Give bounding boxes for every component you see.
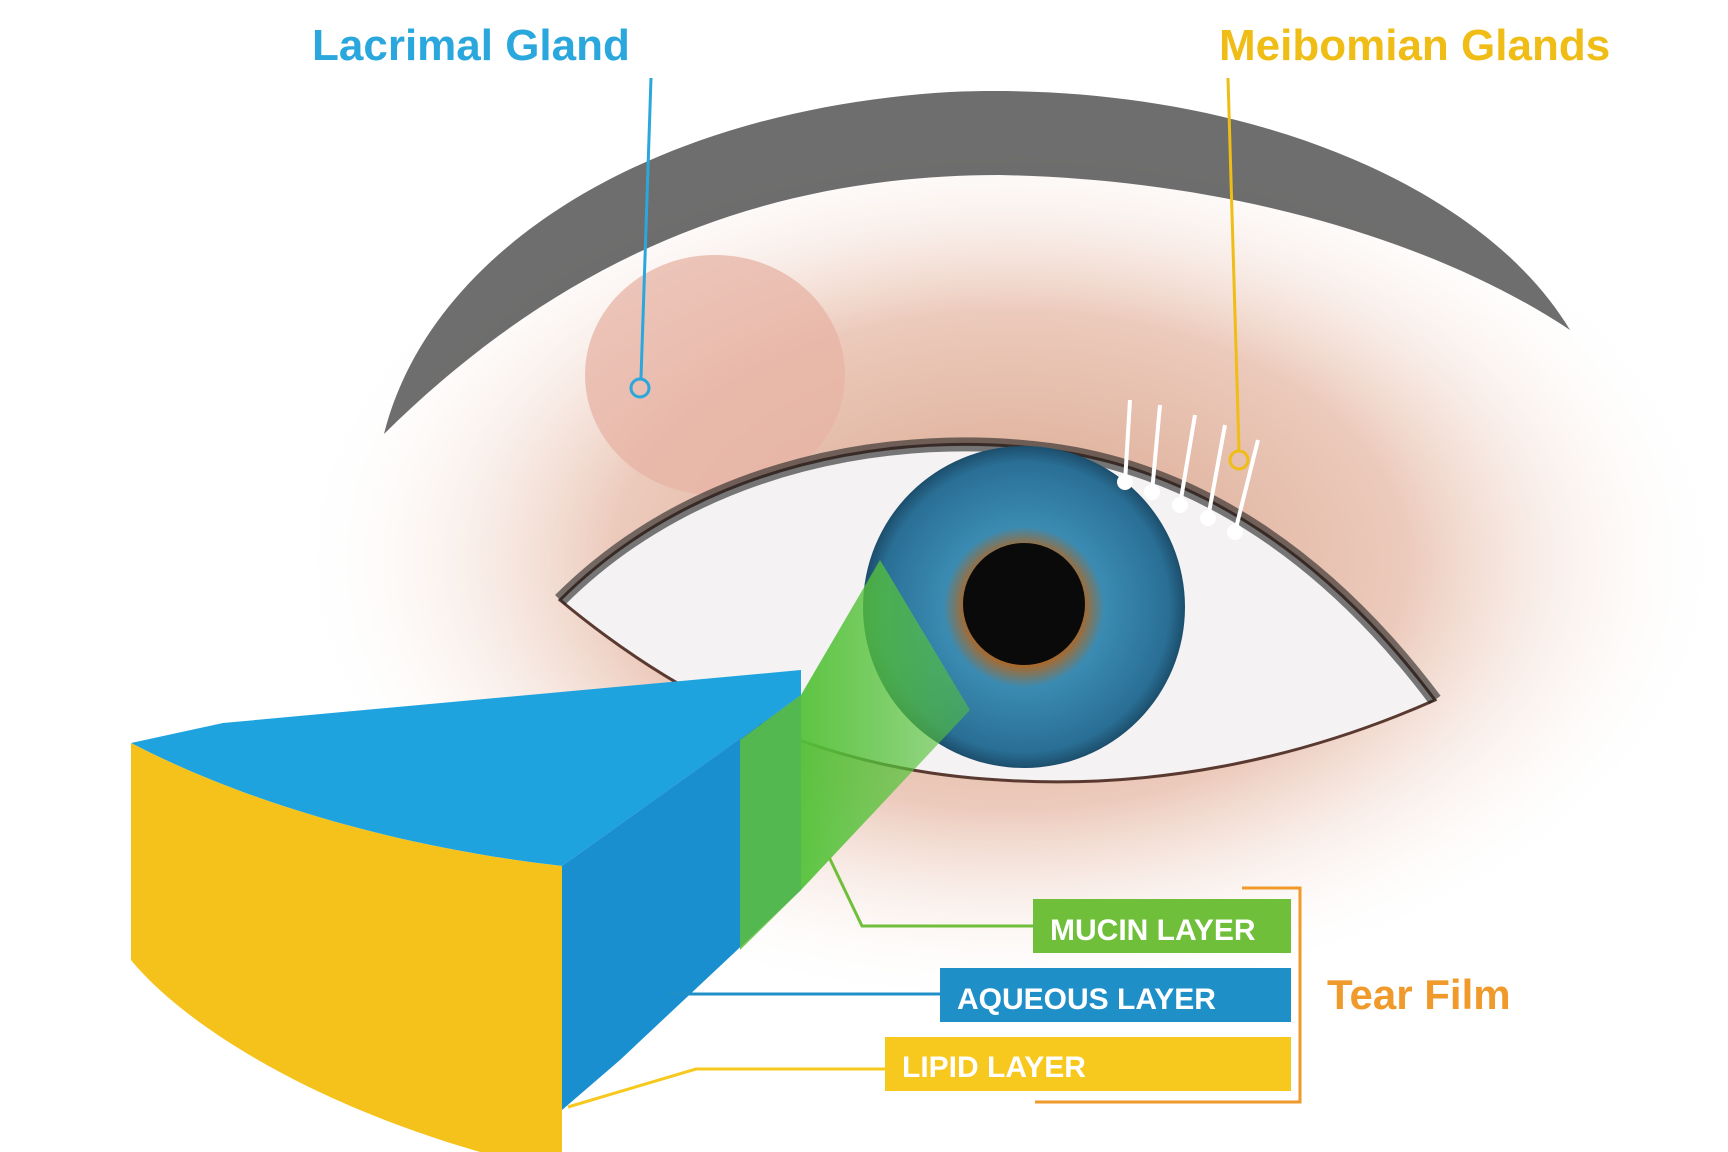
tear-film-block-front bbox=[131, 743, 562, 1152]
lipid-leader-line bbox=[567, 1067, 885, 1109]
lacrimal-gland-tissue bbox=[585, 255, 845, 495]
eyebrow bbox=[384, 91, 1570, 434]
mucin-leader-line bbox=[827, 856, 1035, 928]
meibomian-leader-line bbox=[1226, 77, 1241, 451]
meibomian-glands-icon bbox=[1117, 399, 1260, 540]
tear-film-label: Tear Film bbox=[1327, 971, 1511, 1018]
tear-film-bracket bbox=[1035, 886, 1302, 1104]
lacrimal-gland-label: Lacrimal Gland bbox=[312, 21, 630, 70]
lacrimal-leader-dot bbox=[629, 377, 651, 399]
meibomian-leader-dot bbox=[1228, 449, 1250, 471]
mucin-layer-label: MUCIN LAYER bbox=[1050, 914, 1256, 947]
lacrimal-leader-line bbox=[639, 77, 653, 379]
mucin-strip bbox=[740, 695, 801, 950]
lipid-layer-box bbox=[885, 1037, 1291, 1091]
pupil bbox=[963, 543, 1085, 665]
mucin-layer-box bbox=[1033, 899, 1291, 953]
aqueous-layer-label: AQUEOUS LAYER bbox=[957, 983, 1216, 1016]
meibomian-glands-label: Meibomian Glands bbox=[1219, 21, 1610, 70]
aqueous-layer-box bbox=[940, 968, 1291, 1022]
lipid-layer-label: LIPID LAYER bbox=[902, 1051, 1086, 1084]
tear-film-block-top bbox=[131, 670, 801, 866]
magnification-beam bbox=[801, 560, 970, 890]
